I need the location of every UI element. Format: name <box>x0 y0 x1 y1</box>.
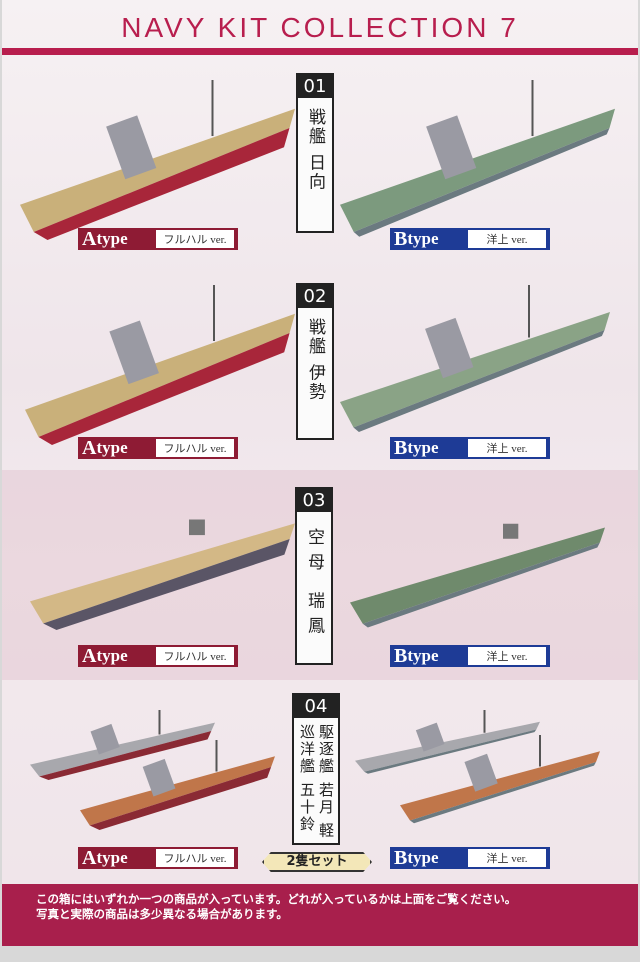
type-letter: A <box>82 846 97 869</box>
battleship-model-image <box>20 80 295 240</box>
destroyer-model-image <box>30 710 215 780</box>
version-tag: フルハル ver. <box>156 439 234 457</box>
item-name: 空母 瑞鳳 <box>304 528 324 642</box>
item-name: 戦艦 日向 <box>305 108 325 192</box>
type-letter: A <box>82 227 97 250</box>
footer-line-2: 写真と実際の商品は多少異なる場合があります。 <box>36 907 288 921</box>
cruiser-model-image <box>80 740 275 830</box>
type-letter: B <box>394 436 408 459</box>
version-tag: 洋上 ver. <box>468 849 546 867</box>
version-tag: フルハル ver. <box>156 647 234 665</box>
cruiser-model-image <box>400 735 600 824</box>
two-ship-set-badge: 2隻セット <box>262 852 372 872</box>
type-word: type <box>407 848 439 867</box>
item-number: 04 <box>294 695 338 718</box>
item-name: 駆逐艦 若月 軽巡洋艦 五十鈴 <box>298 724 335 840</box>
item-03-box: 03 空母 瑞鳳 <box>295 487 333 665</box>
type-word: type <box>96 646 128 665</box>
item-02-box: 02 戦艦 伊勢 <box>296 283 334 440</box>
carrier-model-image <box>30 519 295 630</box>
type-word: type <box>96 438 128 457</box>
type-word: type <box>96 229 128 248</box>
carrier-model-image <box>350 523 605 628</box>
version-tag: フルハル ver. <box>156 230 234 248</box>
type-word: type <box>96 848 128 867</box>
destroyer-model-image <box>355 710 540 774</box>
type-letter: B <box>394 227 408 250</box>
footer-notice: この箱にはいずれか一つの商品が入っています。どれが入っているかは上面をご覧くださ… <box>2 884 638 946</box>
footer-line-1: この箱にはいずれか一つの商品が入っています。どれが入っているかは上面をご覧くださ… <box>36 892 517 906</box>
page-title: NAVY KIT COLLECTION 7 <box>121 12 519 43</box>
type-letter: A <box>82 436 97 459</box>
item-number: 02 <box>298 285 332 308</box>
item-01-box: 01 戦艦 日向 <box>296 73 334 233</box>
version-tag: 洋上 ver. <box>468 439 546 457</box>
type-word: type <box>407 438 439 457</box>
battleship-model-image <box>340 285 610 432</box>
version-tag: 洋上 ver. <box>468 230 546 248</box>
battleship-model-image <box>340 80 615 237</box>
item-number: 01 <box>298 75 332 98</box>
type-word: type <box>407 646 439 665</box>
type-letter: B <box>394 644 408 667</box>
version-tag: フルハル ver. <box>156 849 234 867</box>
type-word: type <box>407 229 439 248</box>
item-name: 戦艦 伊勢 <box>305 318 325 402</box>
type-letter: A <box>82 644 97 667</box>
item-number: 03 <box>297 489 331 512</box>
top-band <box>2 48 638 55</box>
battleship-model-image <box>25 285 295 445</box>
item-04-box: 04 駆逐艦 若月 軽巡洋艦 五十鈴 <box>292 693 340 845</box>
version-tag: 洋上 ver. <box>468 647 546 665</box>
type-letter: B <box>394 846 408 869</box>
